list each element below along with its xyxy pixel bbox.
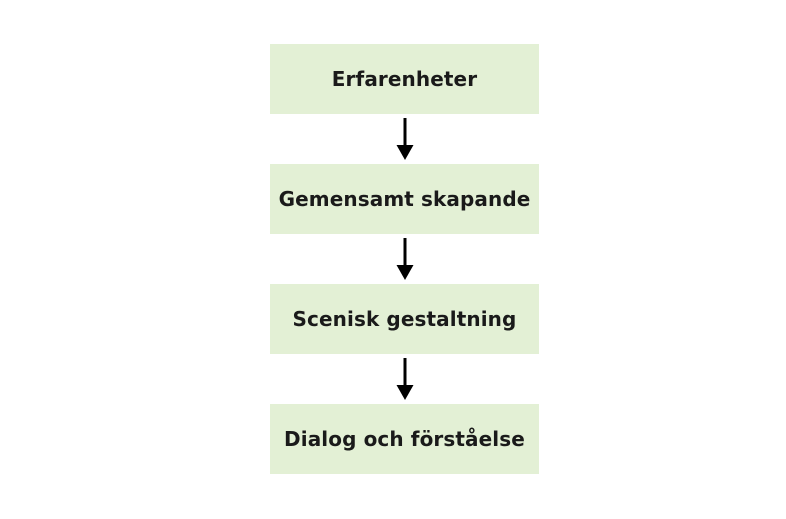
flowchart-node-gemensamt-skapande[interactable]: Gemensamt skapande <box>270 164 539 234</box>
flowchart-node-stack: Erfarenheter Gemensamt skapande <box>270 44 539 474</box>
flowchart-node-dialog-och-forstaelse[interactable]: Dialog och förståelse <box>270 404 539 474</box>
flowchart-connector-2 <box>270 234 539 284</box>
arrow-down-icon <box>393 117 417 161</box>
flowchart-node-scenisk-gestaltning[interactable]: Scenisk gestaltning <box>270 284 539 354</box>
flowchart-connector-1 <box>270 114 539 164</box>
flowchart-node-label: Erfarenheter <box>331 67 478 91</box>
flowchart-node-label: Scenisk gestaltning <box>292 307 517 331</box>
arrow-down-icon <box>393 357 417 401</box>
flowchart-node-erfarenheter[interactable]: Erfarenheter <box>270 44 539 114</box>
flowchart-node-label: Dialog och förståelse <box>284 427 525 451</box>
arrow-down-icon <box>393 237 417 281</box>
flowchart-node-label: Gemensamt skapande <box>278 187 531 211</box>
flowchart-connector-3 <box>270 354 539 404</box>
